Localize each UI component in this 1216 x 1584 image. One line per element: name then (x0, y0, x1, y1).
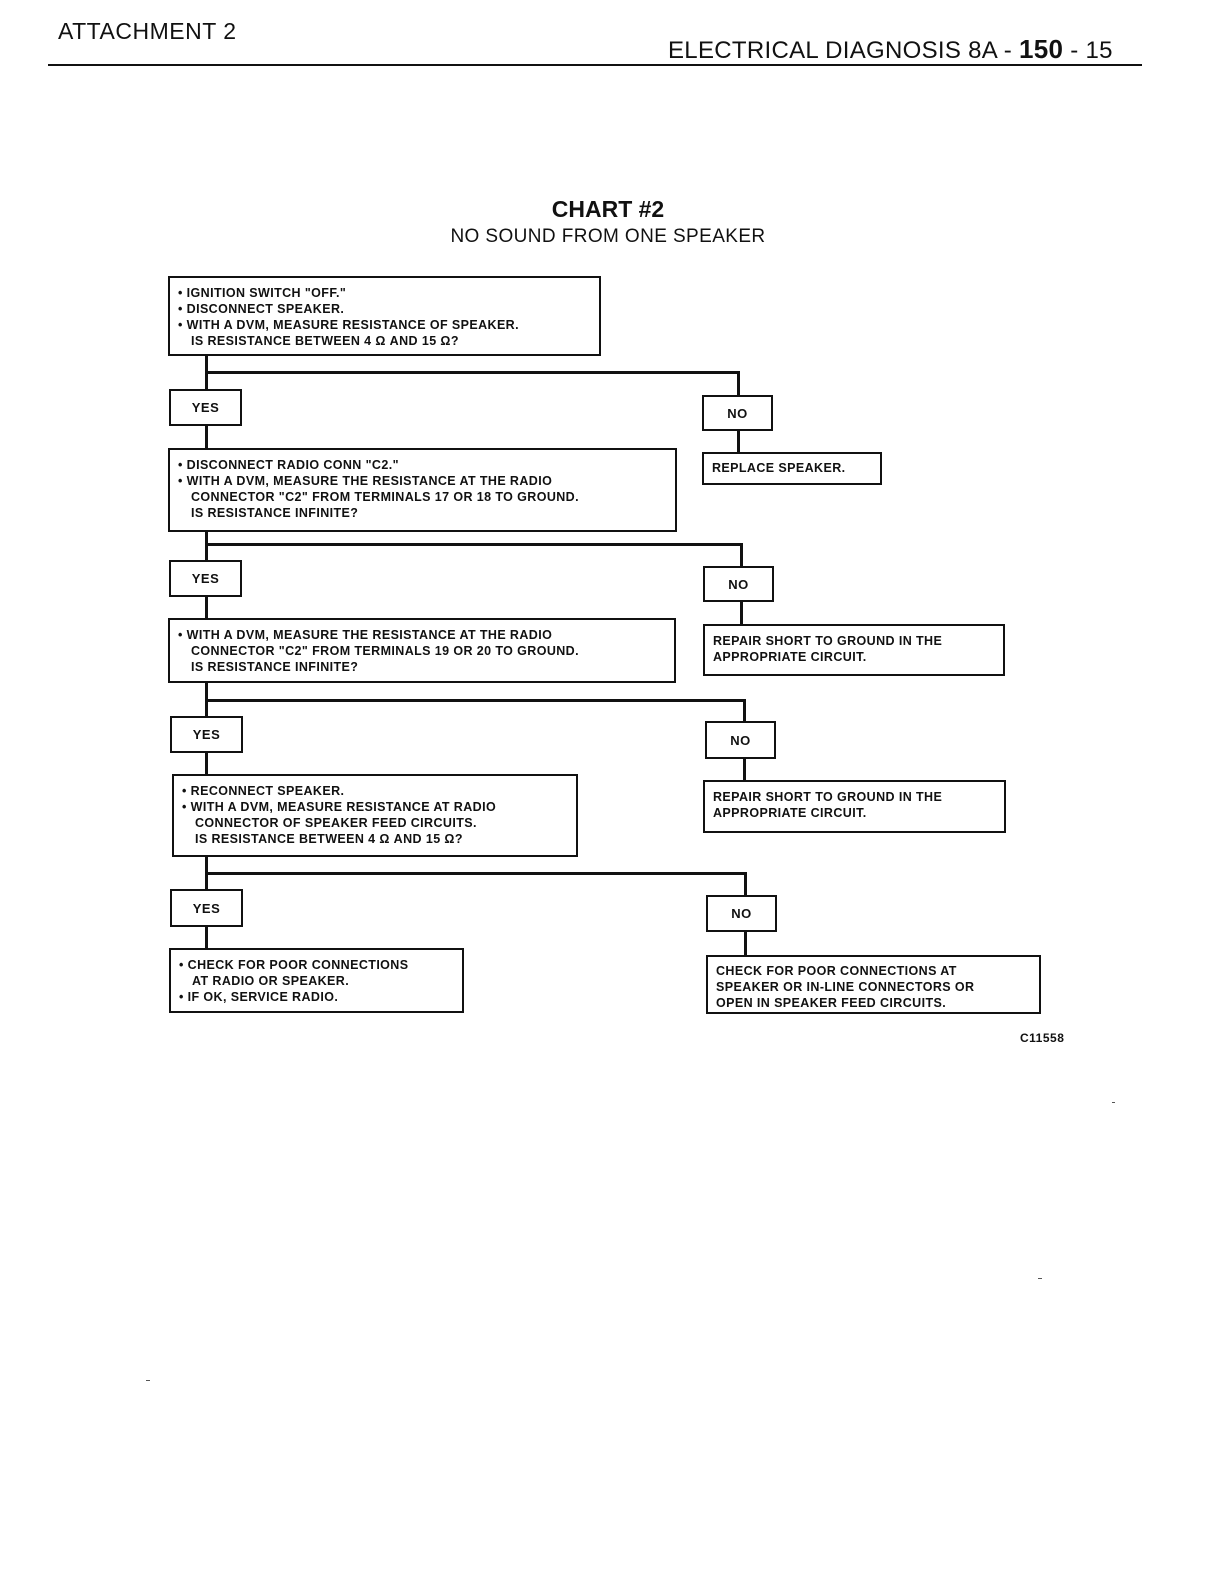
connector-line (740, 600, 743, 625)
step-line: AT RADIO OR SPEAKER. (192, 974, 350, 988)
step-line: CONNECTOR "C2" FROM TERMINALS 17 OR 18 T… (191, 490, 579, 504)
no-label-4: NO (706, 895, 777, 932)
step-box-1: • IGNITION SWITCH "OFF." • DISCONNECT SP… (168, 276, 601, 356)
step-line: IS RESISTANCE BETWEEN 4 Ω AND 15 Ω? (191, 334, 459, 348)
connector-line (740, 543, 743, 567)
header-page-suffix: - 15 (1063, 37, 1113, 64)
figure-reference: C11558 (1020, 1031, 1065, 1045)
result-line: APPROPRIATE CIRCUIT. (713, 650, 867, 664)
no-label-2: NO (703, 566, 774, 602)
result-line: REPAIR SHORT TO GROUND IN THE (713, 634, 943, 648)
yes-label-1: YES (169, 389, 242, 426)
step-box-3: • WITH A DVM, MEASURE THE RESISTANCE AT … (168, 618, 676, 683)
result-line: APPROPRIATE CIRCUIT. (713, 806, 867, 820)
header-attachment-label: ATTACHMENT 2 (58, 18, 237, 44)
step-line: IS RESISTANCE INFINITE? (191, 660, 359, 674)
connector-line (205, 872, 747, 875)
step-line: CONNECTOR "C2" FROM TERMINALS 19 OR 20 T… (191, 644, 579, 658)
connector-line (205, 595, 208, 619)
step-box-5: • CHECK FOR POOR CONNECTIONS AT RADIO OR… (169, 948, 464, 1013)
result-line: SPEAKER OR IN-LINE CONNECTORS OR (716, 980, 975, 994)
connector-line (205, 543, 743, 546)
chart-subtitle: NO SOUND FROM ONE SPEAKER (450, 226, 766, 247)
result-box-1: REPLACE SPEAKER. (702, 452, 882, 485)
connector-line (743, 699, 746, 722)
header-section-title: ELECTRICAL DIAGNOSIS 8A - 150 - 15 (668, 34, 1113, 65)
step-line: • WITH A DVM, MEASURE RESISTANCE AT RADI… (182, 800, 497, 814)
chart-title: CHART #2 (551, 196, 665, 222)
header-rule (48, 64, 1142, 66)
step-line: • WITH A DVM, MEASURE THE RESISTANCE AT … (178, 474, 553, 488)
step-line: IS RESISTANCE INFINITE? (191, 506, 359, 520)
connector-line (205, 371, 740, 374)
step-box-4: • RECONNECT SPEAKER. • WITH A DVM, MEASU… (172, 774, 578, 857)
connector-line (744, 872, 747, 896)
scan-speck (1112, 1102, 1115, 1103)
scan-speck (146, 1380, 150, 1381)
step-line: • DISCONNECT SPEAKER. (178, 302, 345, 316)
step-box-2: • DISCONNECT RADIO CONN "C2." • WITH A D… (168, 448, 677, 532)
header-section-prefix: ELECTRICAL DIAGNOSIS 8A - (668, 37, 1020, 64)
scan-speck (1038, 1278, 1042, 1279)
result-line: CHECK FOR POOR CONNECTIONS AT (716, 964, 957, 978)
result-box-3: REPAIR SHORT TO GROUND IN THE APPROPRIAT… (703, 780, 1006, 833)
step-line: • RECONNECT SPEAKER. (182, 784, 345, 798)
step-line: • IGNITION SWITCH "OFF." (178, 286, 347, 300)
yes-label-2: YES (169, 560, 242, 597)
result-line: OPEN IN SPEAKER FEED CIRCUITS. (716, 996, 947, 1010)
step-line: • WITH A DVM, MEASURE RESISTANCE OF SPEA… (178, 318, 519, 332)
connector-line (737, 371, 740, 396)
step-line: CONNECTOR OF SPEAKER FEED CIRCUITS. (195, 816, 477, 830)
connector-line (205, 699, 746, 702)
yes-label-3: YES (170, 716, 243, 753)
connector-line (737, 429, 740, 453)
step-line: • CHECK FOR POOR CONNECTIONS (179, 958, 409, 972)
step-line: • WITH A DVM, MEASURE THE RESISTANCE AT … (178, 628, 553, 642)
connector-line (205, 530, 208, 562)
result-line: REPLACE SPEAKER. (712, 461, 846, 475)
step-line: IS RESISTANCE BETWEEN 4 Ω AND 15 Ω? (195, 832, 463, 846)
result-box-4: CHECK FOR POOR CONNECTIONS AT SPEAKER OR… (706, 955, 1041, 1014)
no-label-1: NO (702, 395, 773, 431)
connector-line (205, 424, 208, 449)
step-line: • DISCONNECT RADIO CONN "C2." (178, 458, 399, 472)
result-box-2: REPAIR SHORT TO GROUND IN THE APPROPRIAT… (703, 624, 1005, 676)
header-page-number: 150 (1019, 34, 1064, 64)
yes-label-4: YES (170, 889, 243, 927)
connector-line (205, 751, 208, 775)
result-line: REPAIR SHORT TO GROUND IN THE (713, 790, 943, 804)
no-label-3: NO (705, 721, 776, 759)
connector-line (743, 757, 746, 781)
step-line: • IF OK, SERVICE RADIO. (179, 990, 339, 1004)
connector-line (744, 930, 747, 957)
connector-line (205, 925, 208, 949)
